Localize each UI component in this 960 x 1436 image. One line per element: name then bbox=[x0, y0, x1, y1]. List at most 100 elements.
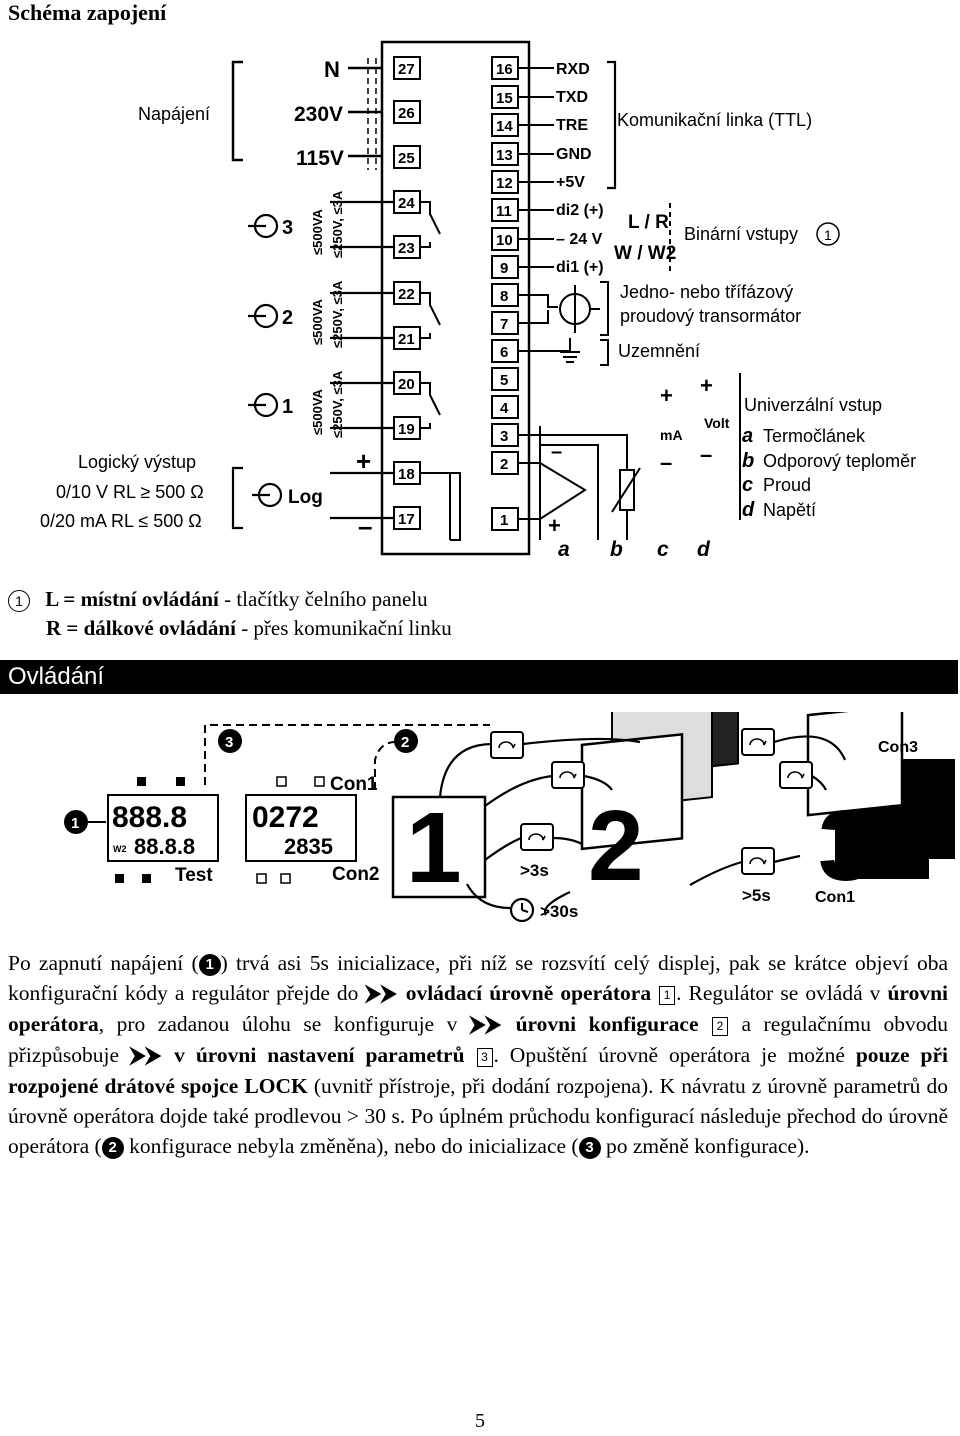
logic-line-1: 0/10 V RL ≥ 500 Ω bbox=[56, 482, 204, 502]
para-bold-3: úrovni konfigurace bbox=[515, 1012, 699, 1036]
section-title: Ovládání bbox=[8, 663, 105, 690]
con1-label: Con1 bbox=[330, 774, 378, 795]
relay-1-rating-2: ≤250V, ≤3A bbox=[330, 370, 345, 438]
footnote-l-bold: L = místní ovládání bbox=[45, 587, 219, 611]
univ-title: Univerzální vstup bbox=[744, 395, 882, 415]
display-1-bottom: 88.8.8 bbox=[134, 834, 195, 859]
t-30s: >30s bbox=[540, 902, 578, 921]
binary-mode-w: W / W2 bbox=[614, 243, 676, 264]
univ-label-c: Proud bbox=[763, 475, 811, 495]
univ-minus-2: – bbox=[700, 442, 712, 467]
univ-label-a: Termočlánek bbox=[763, 426, 866, 446]
footnote-r-rest: - přes komunikační linku bbox=[235, 616, 452, 640]
footnote-l-rest: - tlačítky čelního panelu bbox=[218, 587, 428, 611]
relay-1-rating-1: ≤500VA bbox=[310, 388, 325, 435]
para-bold-4: v úrovni nastavení parametrů bbox=[174, 1043, 465, 1067]
marker-3: 3 bbox=[225, 734, 233, 751]
terminal-12: 12 bbox=[496, 175, 513, 192]
con2-label: Con2 bbox=[332, 864, 380, 885]
marker-1: 1 bbox=[71, 815, 79, 832]
univ-plus-1: + bbox=[660, 383, 673, 408]
ground-label: Uzemnění bbox=[618, 341, 700, 361]
tc-minus: – bbox=[551, 441, 562, 463]
level-2-stack: 2 bbox=[580, 712, 739, 902]
box-ref-3: 3 bbox=[476, 1047, 493, 1067]
col-a: a bbox=[558, 538, 570, 561]
double-arrow-icon: ⮞⮞ bbox=[130, 1043, 175, 1068]
terminal-15: 15 bbox=[496, 90, 513, 107]
terminal-20: 20 bbox=[398, 376, 415, 393]
sig-di2: di2 (+) bbox=[556, 202, 604, 219]
terminal-14: 14 bbox=[496, 118, 513, 135]
univ-key-b: b bbox=[742, 450, 754, 472]
power-label: Napájení bbox=[138, 104, 210, 124]
comm-label: Komunikační linka (TTL) bbox=[617, 110, 812, 130]
sig-gnd: GND bbox=[556, 146, 592, 163]
sig-txd: TXD bbox=[556, 89, 588, 106]
tc-plus: + bbox=[548, 513, 561, 538]
circle-marker-1: 1 bbox=[198, 954, 221, 977]
t-5s: >5s bbox=[742, 886, 771, 905]
power-pin-n: N bbox=[324, 57, 340, 82]
terminal-3: 3 bbox=[500, 428, 508, 445]
terminal-22: 22 bbox=[398, 286, 415, 303]
logic-plus: + bbox=[356, 446, 371, 476]
double-arrow-icon: ⮞⮞ bbox=[469, 1012, 516, 1037]
display-1-label: Test bbox=[175, 865, 213, 886]
footnote-line-2: R = dálkové ovládání - přes komunikační … bbox=[46, 616, 452, 641]
wiring-diagram: Napájení N 230V 115V 27 26 25 24 23 22 2… bbox=[40, 40, 916, 561]
level-3-stack: 3 bbox=[806, 712, 955, 902]
page-number: 5 bbox=[475, 1410, 485, 1432]
univ-label-d: Napětí bbox=[763, 500, 816, 520]
terminal-4: 4 bbox=[500, 400, 509, 417]
para-text-3: . Regulátor se ovládá v bbox=[676, 981, 888, 1005]
univ-key-d: d bbox=[742, 499, 755, 521]
relay-2-rating-2: ≤250V, ≤3A bbox=[330, 280, 345, 348]
display-1-tag: W2 bbox=[113, 844, 127, 854]
sig-24v: – 24 V bbox=[556, 231, 603, 248]
binary-ref: 1 bbox=[824, 227, 832, 243]
sig-tre: TRE bbox=[556, 117, 588, 134]
log-label: Log bbox=[288, 487, 323, 508]
terminal-17: 17 bbox=[398, 511, 415, 528]
relay-3-label: 3 bbox=[282, 217, 293, 239]
box-ref-1: 1 bbox=[659, 985, 676, 1005]
para-text-2: ) trvá asi 5s inicializace, při níž se r… bbox=[8, 951, 948, 1005]
terminal-9: 9 bbox=[500, 260, 508, 277]
col-d: d bbox=[697, 538, 711, 561]
terminals-right: 16 15 14 13 12 11 10 9 8 7 6 5 4 3 2 1 bbox=[491, 56, 519, 531]
section-bar: Ovládání bbox=[0, 660, 958, 694]
ct-label-2: proudový transormátor bbox=[620, 306, 801, 326]
binary-label: Binární vstupy bbox=[684, 224, 798, 244]
level-3: 3 bbox=[818, 790, 874, 902]
control-diagram: 1 3 2 888.8 W2 88.8.8 Test 0272 2835 Con… bbox=[64, 712, 955, 923]
para-text-6: . Opuštění úrovně operátora je možné bbox=[493, 1043, 856, 1067]
terminal-18: 18 bbox=[398, 466, 415, 483]
terminal-16: 16 bbox=[496, 61, 513, 78]
univ-key-c: c bbox=[742, 474, 753, 496]
terminal-27: 27 bbox=[398, 61, 415, 78]
logic-line-2: 0/20 mA RL ≤ 500 Ω bbox=[40, 511, 202, 531]
description-paragraph: Po zapnutí napájení (1) trvá asi 5s inic… bbox=[8, 948, 948, 1161]
circle-marker-3: 3 bbox=[578, 1137, 601, 1160]
sig-di1: di1 (+) bbox=[556, 259, 604, 276]
terminal-26: 26 bbox=[398, 105, 415, 122]
footnote-r-bold: R = dálkové ovládání bbox=[46, 616, 236, 640]
para-text-1: Po zapnutí napájení ( bbox=[8, 951, 199, 975]
para-text-5: a regulačnímu obvodu přizpůsobuje bbox=[8, 1012, 948, 1067]
box-ref-2: 2 bbox=[712, 1016, 728, 1036]
level-1: 1 bbox=[406, 792, 462, 904]
terminal-23: 23 bbox=[398, 240, 415, 257]
terminal-10: 10 bbox=[496, 232, 513, 249]
para-text-4: , pro zadanou úlohu se konfiguruje v bbox=[98, 1012, 470, 1036]
univ-plus-2: + bbox=[700, 373, 713, 398]
col-b: b bbox=[610, 538, 623, 561]
para-bold-5: pouze při rozpojené drátové spojce LOCK bbox=[8, 1043, 948, 1098]
univ-unit-ma: mA bbox=[660, 427, 683, 443]
univ-key-a: a bbox=[742, 425, 753, 447]
col-c: c bbox=[657, 538, 669, 561]
para-bold-2: úrovni operátora bbox=[8, 981, 949, 1036]
footnote-ref: 1 bbox=[8, 590, 30, 613]
relay-2-rating-1: ≤500VA bbox=[310, 298, 325, 345]
para-bold-1: ovládací úrovně operátora bbox=[405, 981, 652, 1005]
